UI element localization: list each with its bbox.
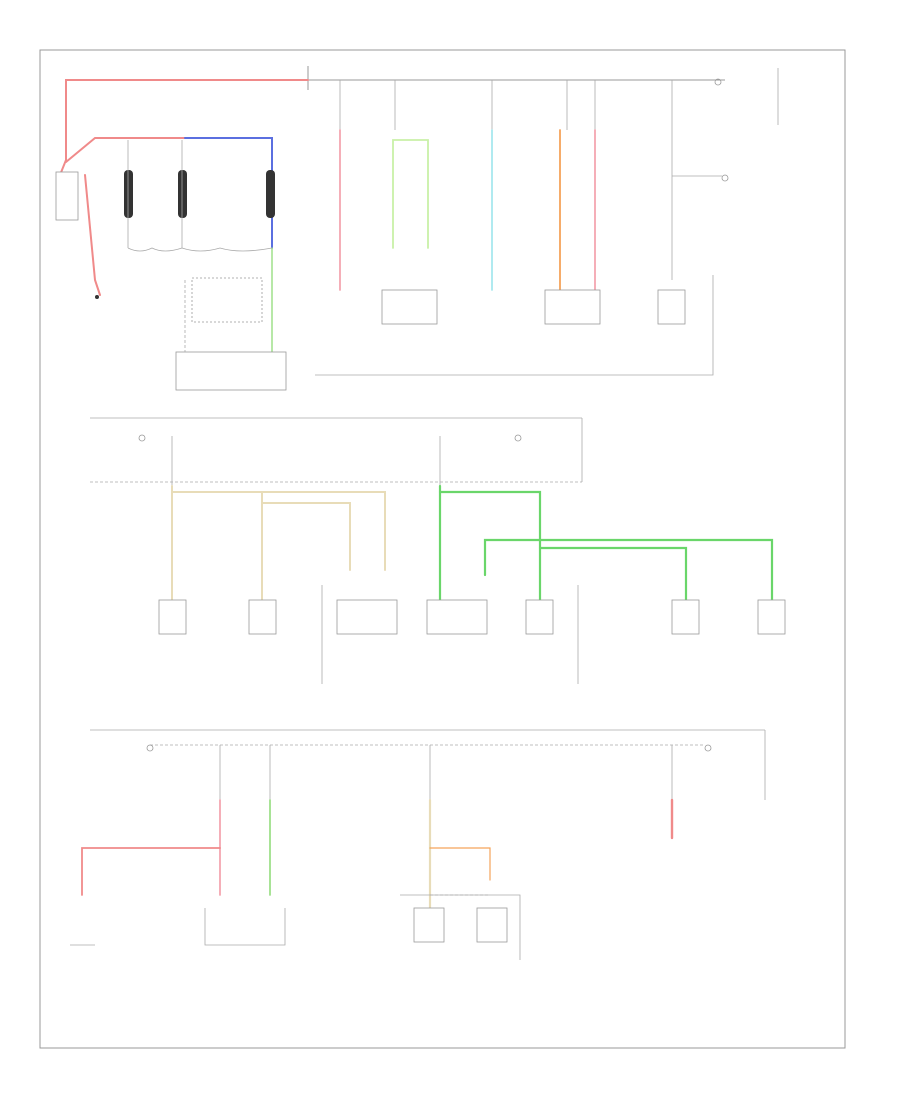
load-box-3 [657, 289, 686, 325]
bottom-module-frame [400, 894, 521, 960]
section2-ground-b [514, 434, 522, 442]
fuse-link-b [178, 170, 187, 218]
bottom-red-wire [81, 847, 221, 896]
starter-relay-terminal [95, 295, 99, 299]
green-wire-4 [538, 546, 688, 602]
fuse-link-return-wire [127, 247, 273, 252]
load-box-2 [544, 289, 601, 325]
lamp-box-2 [248, 599, 277, 635]
bottom-orange-wire [429, 847, 491, 881]
bottom-module-box-2 [476, 907, 508, 943]
section-fuse-panel-bottom [70, 729, 766, 960]
generator-note-box [191, 277, 263, 323]
generator-feed-wire-blue [184, 137, 273, 249]
section3-ground-a [146, 744, 154, 752]
load-box-1 [381, 289, 438, 325]
battery-to-fuselink-wire-red [65, 137, 186, 163]
module-box-4 [757, 599, 786, 635]
module-box-1 [426, 599, 488, 635]
section-battery-generator [55, 66, 779, 391]
green-wire-3 [483, 538, 774, 602]
section3-ground-b [704, 744, 712, 752]
starter-relay-wire-red [84, 174, 101, 296]
diagram-frame [39, 49, 846, 1049]
lamp-box-1 [158, 599, 187, 635]
tan-wire-2 [171, 491, 386, 571]
fuse-link-a [124, 170, 133, 218]
branch-fuses-top [339, 80, 673, 280]
battery-symbol [55, 171, 79, 221]
fuse-link-c [266, 170, 275, 218]
lamp-box-3 [336, 599, 398, 635]
sensor-ground-symbol [721, 174, 729, 182]
green-wire-2 [438, 490, 542, 602]
module-box-3 [671, 599, 700, 635]
battery-positive-wire-red [59, 79, 309, 176]
module-box-2 [525, 599, 554, 635]
relay-bracket [204, 908, 286, 946]
branch-wire-light-green [392, 139, 429, 249]
section-fuse-panel-middle [90, 417, 786, 684]
bus-ground-symbol [714, 78, 722, 86]
generator-box [175, 351, 287, 391]
section2-ground-a [138, 434, 146, 442]
bottom-module-box-1 [413, 907, 445, 943]
section1-return-line [315, 275, 714, 376]
tan-wire-4 [261, 502, 351, 571]
